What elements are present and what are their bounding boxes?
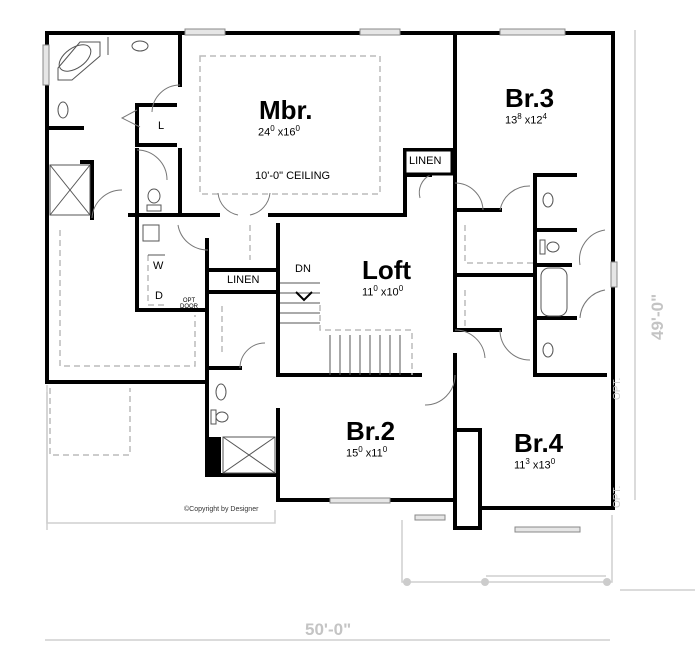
dim-w-in: 0 [358,445,363,454]
dim-d-in: 0 [398,284,404,293]
linen-label-mid: LINEN [227,274,260,286]
copyright-text: ©Copyright by Designer [184,506,259,513]
dim-d-in: 0 [295,124,300,133]
room-name: Br.3 [505,83,555,113]
room-name: Loft [362,255,412,285]
room-br2: Br.2 150 x110 [346,418,395,460]
doors [91,84,606,406]
dim-d: 10 [386,286,399,299]
room-br3: Br.3 138 x124 [505,85,554,127]
room-dimensions: 138 x124 [505,112,547,127]
dim-d-in: 0 [382,445,388,454]
washer-label: W [153,260,164,272]
room-dimensions: 110 x100 [362,284,404,299]
garage-outline [46,385,276,530]
opt-door-line-1: OPT [182,298,196,304]
dim-d: 11 [371,447,383,460]
opt-label-1: OPT. [612,377,623,400]
room-name: Mbr. [259,95,313,125]
room-dimensions: 240 x160 [258,124,300,139]
dim-w-in: 0 [373,284,378,293]
porch-outline [401,515,695,591]
room-dimensions: 113 x130 [514,457,556,472]
stair-down-label: DN [295,263,311,275]
dim-d-in: 0 [550,457,556,466]
linen-closet-top [403,148,454,176]
dashed-outlines [59,55,535,375]
dim-d: 16 [283,126,296,139]
closet-l-label: L [158,120,165,132]
dryer-label: D [155,290,163,302]
dim-w: 11 [362,286,374,299]
opt-label-2: OPT. [612,485,623,508]
width-dimension-label: 50'-0" [305,620,352,639]
dim-d-in: 4 [542,112,547,121]
dim-w-in: 0 [270,124,275,133]
walls [45,31,615,530]
room-mbr: Mbr. 240 x160 [258,95,313,139]
opt-door-line-2: DOOR [180,304,198,310]
opt-door-label: OPT DOOR [180,298,198,310]
dim-d: 13 [538,459,551,472]
dim-w: 11 [514,459,526,472]
dim-d: 12 [530,114,543,127]
room-name: Br.4 [514,428,564,458]
windows [42,28,618,533]
ceiling-note: 10'-0" CEILING [255,170,331,182]
room-dimensions: 150 x110 [346,445,388,460]
room-br4: Br.4 113 x130 [514,430,563,472]
fixtures [49,37,568,475]
room-loft: Loft 110 x100 [362,257,411,299]
dim-w: 15 [346,447,359,460]
dim-w: 13 [505,114,518,127]
linen-label-top: LINEN [409,155,442,167]
stairs [280,282,401,375]
dim-w-in: 8 [517,112,522,121]
depth-dimension-label: 49'-0" [648,293,667,340]
dim-w-in: 3 [525,457,530,466]
room-name: Br.2 [346,416,396,446]
dim-w: 24 [258,126,271,139]
